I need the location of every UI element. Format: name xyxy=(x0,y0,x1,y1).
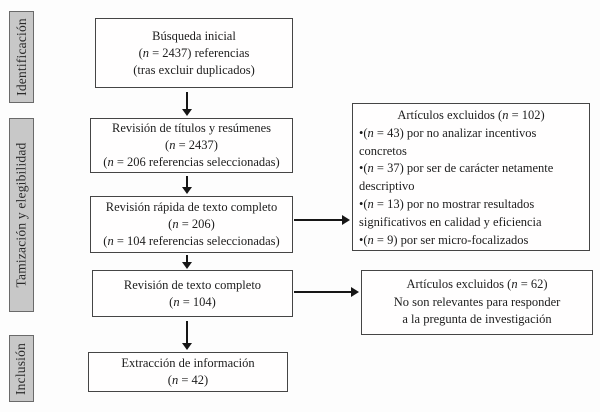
flow-box-line: Revisión de títulos y resúmenes xyxy=(111,121,271,135)
flow-box-line: (n = 104 referencias seleccionadas) xyxy=(103,234,280,248)
flow-box-line: (n = 104) xyxy=(169,294,216,309)
exclusion-reason: •(n = 37) por ser de carácter netamente … xyxy=(359,161,554,194)
arrow-down-titulos-to-rapida xyxy=(182,176,192,194)
flow-box-revision-completo: Revisión de texto completo (n = 104) xyxy=(92,270,293,317)
stage-label-inclusion-text: Inclusión xyxy=(13,342,29,395)
stage-label-identificacion: Identificación xyxy=(9,11,34,103)
flow-box-line: Revisión de texto completo xyxy=(123,277,262,292)
arrow-right-completo-to-excluidos-62 xyxy=(294,287,359,297)
exclusion-box-line: No son relevantes para responder xyxy=(393,294,561,309)
flow-box-line: (n = 206) xyxy=(168,217,215,231)
flow-box-extraccion: Extracción de información (n = 42) xyxy=(88,352,288,392)
exclusion-box-62: Artículos excluidos (n = 62) No son rele… xyxy=(361,270,593,335)
flow-box-line: (n = 2437) referencias xyxy=(138,45,250,60)
stage-label-tamizacion-elegibilidad: Tamización y elegibilidad xyxy=(9,118,34,312)
flow-box-revision-titulos: Revisión de títulos y resúmenes (n = 243… xyxy=(90,118,293,173)
exclusion-reason: •(n = 13) por no mostrar resultados sign… xyxy=(359,196,542,229)
flow-box-line: Extracción de información xyxy=(121,356,255,370)
exclusion-reason: •(n = 9) por ser micro-focalizados xyxy=(359,232,529,247)
stage-label-inclusion: Inclusión xyxy=(9,335,34,402)
exclusion-box-title: Artículos excluidos (n = 102) xyxy=(397,108,545,122)
exclusion-box-102: Artículos excluidos (n = 102) •(n = 43) … xyxy=(352,103,590,251)
arrow-right-rapida-to-excluidos-102 xyxy=(294,215,350,225)
exclusion-box-line: a la pregunta de investigación xyxy=(402,312,552,327)
arrow-down-busqueda-to-titulos xyxy=(182,92,192,116)
arrow-down-completo-to-extraccion xyxy=(182,321,192,350)
flow-box-busqueda-inicial: Búsqueda inicial (n = 2437) referencias … xyxy=(95,18,293,88)
flow-box-line: (n = 206 referencias seleccionadas) xyxy=(103,155,280,169)
flow-box-line: (n = 42) xyxy=(167,373,209,387)
flow-box-revision-rapida: Revisión rápida de texto completo (n = 2… xyxy=(90,196,293,253)
flow-box-line: (tras excluir duplicados) xyxy=(133,62,255,77)
exclusion-reason: •(n = 43) por no analizar incentivos con… xyxy=(359,125,537,158)
stage-label-tamizacion-elegibilidad-text: Tamización y elegibilidad xyxy=(13,142,29,288)
exclusion-box-title: Artículos excluidos (n = 62) xyxy=(406,276,548,291)
arrow-down-rapida-to-completo xyxy=(182,255,192,269)
flow-box-line: Búsqueda inicial xyxy=(152,28,236,43)
flow-box-line: Revisión rápida de texto completo xyxy=(105,200,278,214)
flow-box-line: (n = 2437) xyxy=(165,138,218,152)
stage-label-identificacion-text: Identificación xyxy=(13,18,29,96)
